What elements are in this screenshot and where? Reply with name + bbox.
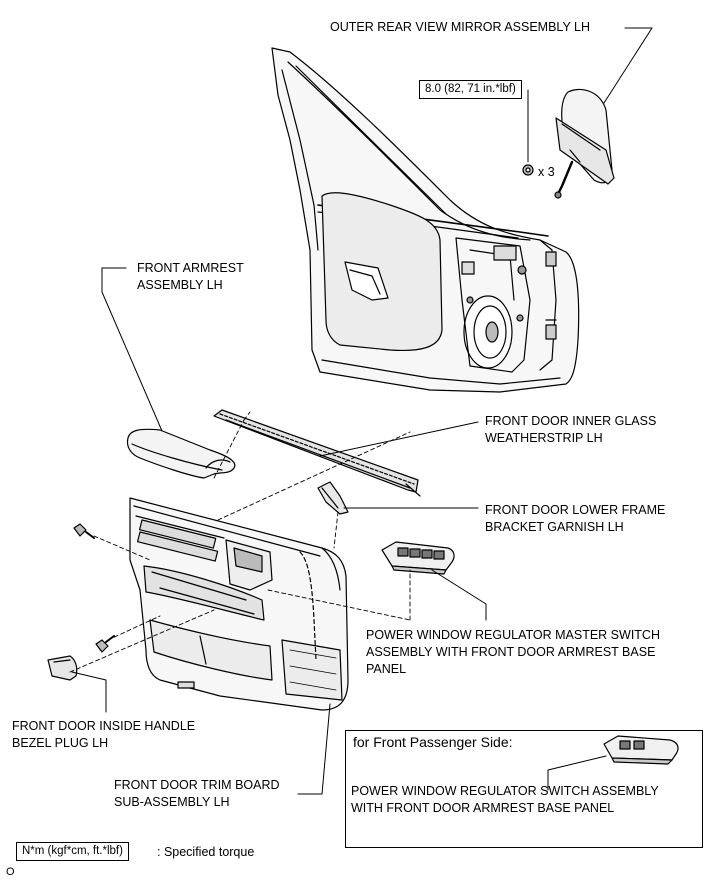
label-outer-rear-view-mirror: OUTER REAR VIEW MIRROR ASSEMBLY LH	[330, 20, 591, 34]
figure-code: O	[6, 866, 15, 878]
outer-rear-view-mirror	[522, 27, 653, 199]
passenger-switch-assembly	[547, 735, 679, 791]
label-garnish-2: BRACKET GARNISH LH	[485, 520, 624, 534]
screws	[73, 523, 115, 653]
passenger-side-panel: for Front Passenger Side: POWER WINDOW R…	[345, 730, 703, 848]
passenger-panel-title: for Front Passenger Side:	[353, 734, 513, 750]
label-bezel-plug-1: FRONT DOOR INSIDE HANDLE	[12, 719, 196, 733]
master-switch-assembly	[381, 541, 487, 621]
inner-glass-weatherstrip	[213, 409, 479, 497]
label-master-switch-1: POWER WINDOW REGULATOR MASTER SWITCH	[366, 628, 660, 642]
label-front-armrest-2: ASSEMBLY LH	[137, 278, 223, 292]
label-weatherstrip-2: WEATHERSTRIP LH	[485, 431, 603, 445]
label-passenger-switch-2: WITH FRONT DOOR ARMREST BASE PANEL	[351, 801, 615, 815]
label-trim-board-1: FRONT DOOR TRIM BOARD	[114, 778, 280, 792]
label-weatherstrip-1: FRONT DOOR INNER GLASS	[485, 414, 657, 428]
legend-torque-text: : Specified torque	[157, 845, 255, 859]
label-master-switch-3: PANEL	[366, 662, 407, 676]
label-bezel-plug-2: BEZEL PLUG LH	[12, 736, 109, 750]
front-door-trim-board	[129, 497, 349, 795]
label-quantity: x 3	[538, 165, 555, 179]
legend-torque-units: N*m (kgf*cm, ft.*lbf)	[16, 842, 129, 861]
torque-value-box: 8.0 (82, 71 in.*lbf)	[419, 80, 522, 99]
inside-handle-bezel-plug	[47, 655, 107, 713]
installation-guide-lines	[69, 411, 411, 673]
label-master-switch-2: ASSEMBLY WITH FRONT DOOR ARMREST BASE	[366, 645, 656, 659]
front-door-shell	[271, 47, 580, 393]
label-trim-board-2: SUB-ASSEMBLY LH	[114, 795, 230, 809]
label-garnish-1: FRONT DOOR LOWER FRAME	[485, 503, 666, 517]
label-passenger-switch-1: POWER WINDOW REGULATOR SWITCH ASSEMBLY	[351, 784, 659, 798]
label-front-armrest-1: FRONT ARMREST	[137, 261, 244, 275]
lower-frame-bracket-garnish	[317, 481, 479, 515]
front-armrest	[101, 267, 236, 479]
